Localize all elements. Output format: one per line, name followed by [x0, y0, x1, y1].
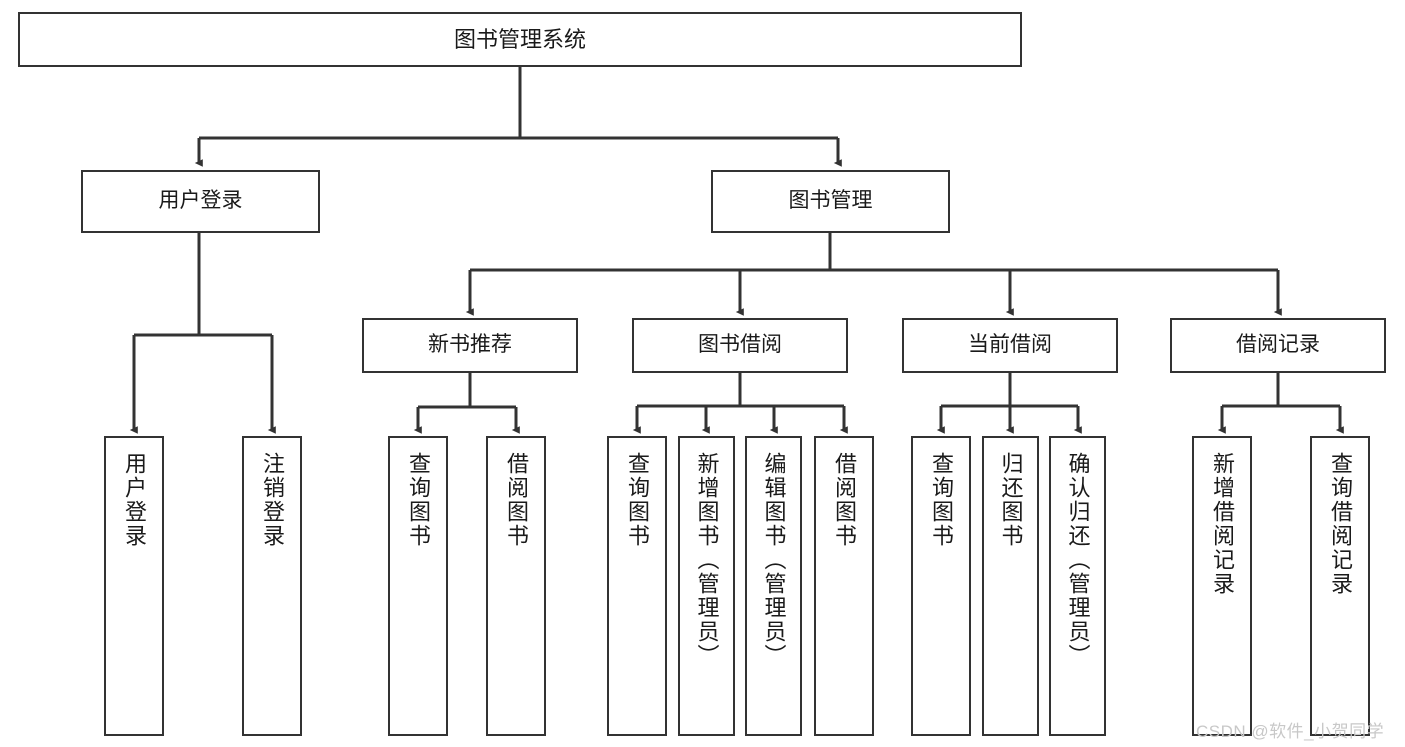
node-label: 图书管理	[788, 189, 873, 213]
node-label: 新增图书（管理员）	[694, 452, 720, 668]
node-label: 借阅图书	[504, 452, 529, 548]
node-label: 归还图书	[998, 452, 1024, 548]
node-label: 图书管理系统	[453, 26, 586, 52]
node-leaf-return-book[interactable]: 归还图书	[982, 436, 1039, 736]
node-label: 图书借阅	[698, 333, 782, 357]
node-label: 注销登录	[260, 452, 285, 548]
node-label: 新增借阅记录	[1210, 452, 1235, 596]
node-user-login[interactable]: 用户登录	[81, 170, 320, 233]
node-leaf-query-book-nbr[interactable]: 查询图书	[388, 436, 448, 736]
node-label: 查询图书	[406, 452, 431, 548]
node-leaf-query-book-cb[interactable]: 查询图书	[911, 436, 971, 736]
node-leaf-add-borrow-record[interactable]: 新增借阅记录	[1192, 436, 1252, 736]
node-label: 用户登录	[122, 452, 147, 548]
node-label: 用户登录	[158, 189, 243, 213]
node-leaf-logout[interactable]: 注销登录	[242, 436, 302, 736]
node-label: 查询图书	[929, 452, 954, 548]
node-leaf-borrow-book-nbr[interactable]: 借阅图书	[486, 436, 546, 736]
node-label: 编辑图书（管理员）	[761, 452, 787, 668]
node-label: 当前借阅	[968, 333, 1052, 357]
node-root-system[interactable]: 图书管理系统	[18, 12, 1022, 67]
node-leaf-query-borrow-record[interactable]: 查询借阅记录	[1310, 436, 1370, 736]
node-label: 查询借阅记录	[1328, 452, 1353, 596]
node-label: 借阅图书	[832, 452, 857, 548]
node-leaf-confirm-return-admin[interactable]: 确认归还（管理员）	[1049, 436, 1106, 736]
node-leaf-user-login[interactable]: 用户登录	[104, 436, 164, 736]
node-new-book-recommendation[interactable]: 新书推荐	[362, 318, 578, 373]
node-label: 借阅记录	[1236, 333, 1320, 357]
node-leaf-query-book-bb[interactable]: 查询图书	[607, 436, 667, 736]
node-label: 新书推荐	[428, 333, 512, 357]
node-label: 确认归还（管理员）	[1065, 452, 1091, 668]
node-book-management[interactable]: 图书管理	[711, 170, 950, 233]
node-borrowing-record[interactable]: 借阅记录	[1170, 318, 1386, 373]
node-leaf-borrow-book-bb[interactable]: 借阅图书	[814, 436, 874, 736]
node-leaf-edit-book-admin[interactable]: 编辑图书（管理员）	[745, 436, 802, 736]
node-current-borrowing[interactable]: 当前借阅	[902, 318, 1118, 373]
node-leaf-add-book-admin[interactable]: 新增图书（管理员）	[678, 436, 735, 736]
node-book-borrowing[interactable]: 图书借阅	[632, 318, 848, 373]
node-label: 查询图书	[625, 452, 650, 548]
